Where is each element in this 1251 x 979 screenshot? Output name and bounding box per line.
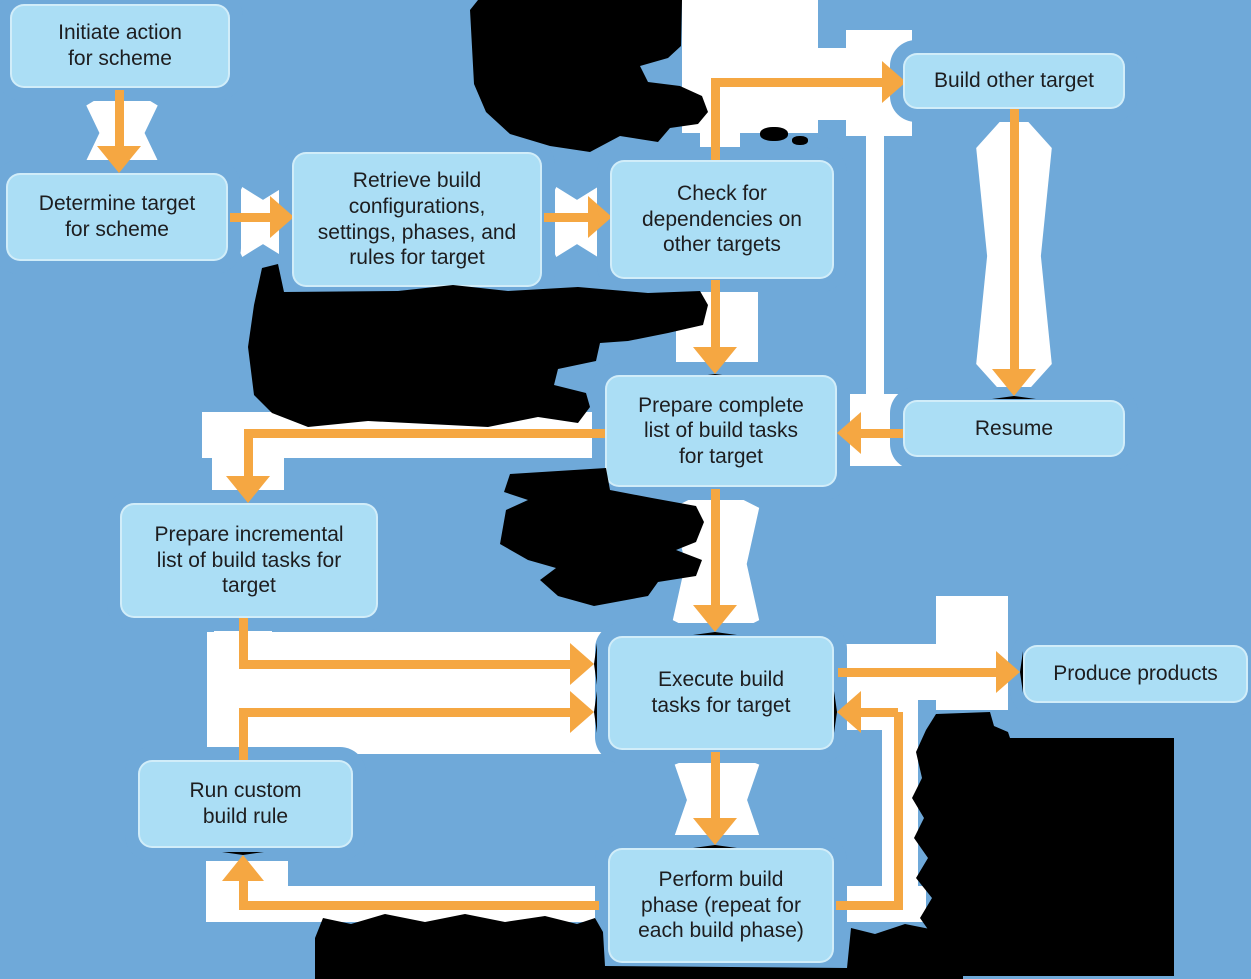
connector-line [894, 712, 903, 910]
node-initiate-action: Initiate action for scheme [10, 4, 230, 88]
arrow-halo [700, 80, 740, 150]
connector-line [239, 874, 248, 908]
node-resume: Resume [903, 400, 1125, 457]
connector-line [544, 213, 592, 222]
arrowhead-right [996, 651, 1023, 693]
node-label: Prepare complete list of build tasks for… [638, 393, 804, 468]
arrowhead-right [570, 643, 597, 685]
connector-line [711, 752, 720, 822]
connector-line [856, 708, 898, 717]
connector-line [239, 901, 599, 910]
connector-line [239, 708, 573, 717]
connector-line [836, 901, 899, 910]
node-execute-build-tasks: Execute build tasks for target [608, 636, 834, 750]
arrowhead-down [97, 146, 141, 176]
arrowhead-right [570, 691, 597, 733]
node-label: Build other target [934, 69, 1094, 93]
node-prepare-incremental-list: Prepare incremental list of build tasks … [120, 503, 378, 618]
arrowhead-left [834, 412, 861, 454]
connector-line [244, 429, 253, 481]
node-label: Check for dependencies on other targets [642, 182, 802, 257]
node-label: Initiate action for scheme [58, 21, 182, 70]
node-label: Resume [974, 416, 1054, 440]
connector-line [239, 616, 248, 666]
node-perform-build-phase: Perform build phase (repeat for each bui… [608, 848, 834, 963]
connector-line [711, 78, 887, 87]
arrowhead-left [834, 691, 861, 733]
connector-line [115, 90, 124, 148]
obscured-label-blob-top-center [470, 0, 708, 152]
node-label: Retrieve build configurations, settings,… [317, 169, 517, 270]
node-run-custom-build-rule: Run custom build rule [138, 760, 353, 848]
node-prepare-complete-list: Prepare complete list of build tasks for… [605, 375, 837, 487]
connector-line [711, 280, 720, 348]
arrowhead-down [693, 605, 737, 635]
connector-line [838, 668, 998, 677]
node-build-other-target: Build other target [903, 53, 1125, 109]
node-determine-target: Determine target for scheme [6, 173, 228, 261]
node-label: Run custom build rule [189, 779, 302, 828]
node-label: Produce products [1053, 662, 1218, 686]
connector-line [711, 489, 720, 607]
connector-line [711, 83, 720, 162]
arrow-halo [866, 92, 884, 404]
node-retrieve-build-config: Retrieve build configurations, settings,… [292, 152, 542, 287]
arrowhead-down [693, 818, 737, 848]
connector-line [1010, 108, 1019, 370]
node-label: Perform build phase (repeat for each bui… [638, 868, 804, 943]
arrow-halo [207, 632, 602, 754]
node-label: Prepare incremental list of build tasks … [154, 523, 344, 598]
node-label: Determine target for scheme [38, 192, 196, 241]
connector-line [239, 660, 573, 669]
node-check-dependencies: Check for dependencies on other targets [610, 160, 834, 279]
node-produce-products: Produce products [1023, 645, 1248, 703]
obscured-label-speck [760, 127, 788, 141]
connector-line [230, 213, 276, 222]
connector-line [248, 429, 606, 438]
node-label: Execute build tasks for target [651, 668, 791, 717]
arrowhead-down [992, 369, 1036, 399]
arrowhead-down [693, 347, 737, 377]
arrowhead-down [226, 476, 270, 506]
arrowhead-right [882, 61, 909, 103]
connector-line [239, 712, 248, 760]
obscured-label-speck [792, 136, 808, 145]
connector-line [858, 429, 903, 438]
